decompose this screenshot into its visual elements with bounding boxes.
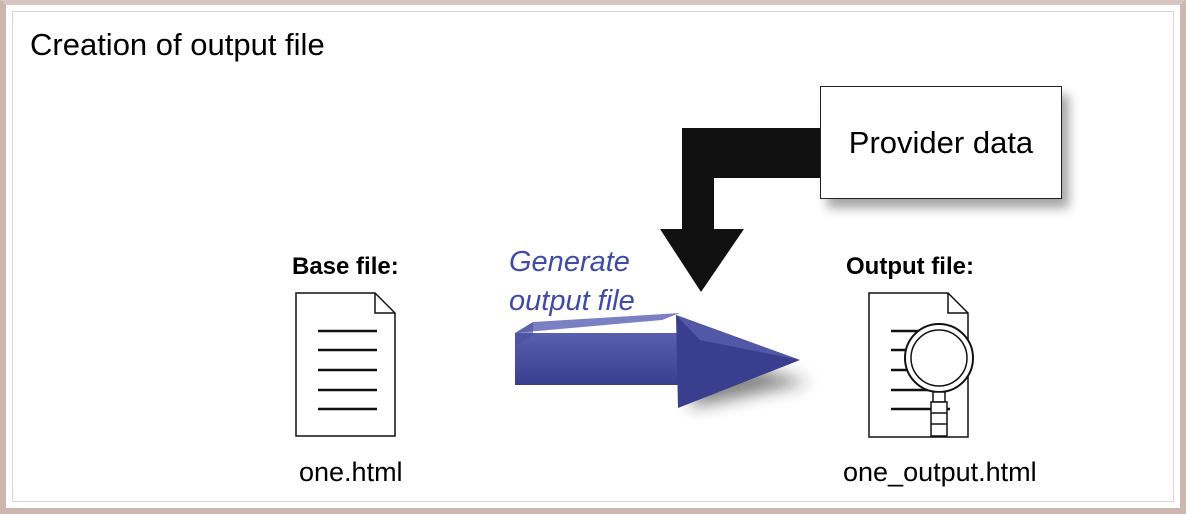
generate-line-1: Generate xyxy=(509,246,630,278)
base-file-heading: Base file: xyxy=(292,253,399,280)
generate-line-2: output file xyxy=(509,284,635,317)
output-file-name: one_output.html xyxy=(843,457,1037,487)
provider-to-output-arrow-icon xyxy=(660,128,822,292)
provider-data-box: Provider data xyxy=(820,86,1062,199)
output-file-heading: Output file: xyxy=(846,253,974,280)
generate-output-label: Generate output file xyxy=(509,243,635,320)
diagram-title: Creation of output file xyxy=(30,27,325,62)
right-arrow-icon xyxy=(515,313,810,408)
inner-border xyxy=(12,11,1174,502)
document-icon xyxy=(295,292,396,437)
base-file-name: one.html xyxy=(299,457,403,487)
provider-data-label: Provider data xyxy=(848,124,1034,160)
document-magnifier-icon xyxy=(868,292,974,438)
